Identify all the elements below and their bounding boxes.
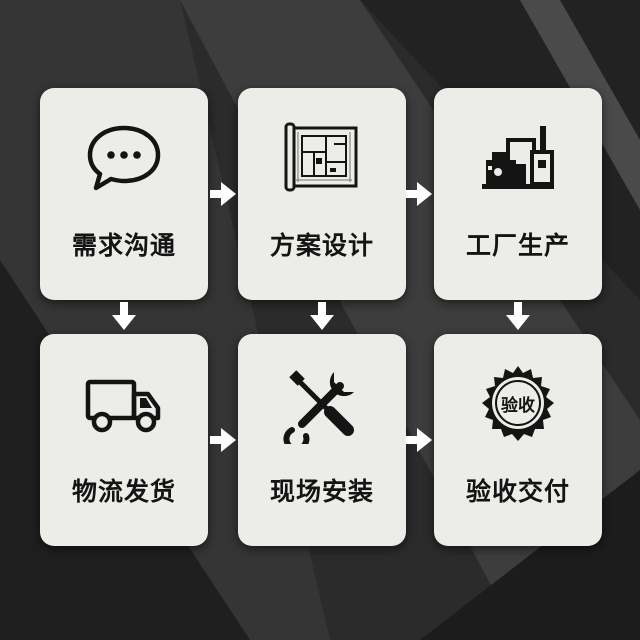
badge-shape [482, 366, 554, 441]
arrow-right-icon [406, 182, 432, 206]
arrow-down-icon [506, 302, 530, 330]
step-label: 需求沟通 [71, 231, 176, 260]
arrow-right-icon [210, 182, 236, 206]
chat-bubble-icon [87, 125, 161, 191]
step-label: 方案设计 [269, 231, 374, 260]
step-label: 物流发货 [71, 477, 176, 506]
blueprint-icon [284, 122, 358, 192]
step-card-1: 需求沟通 [40, 88, 208, 300]
arrow-down-icon [310, 302, 334, 330]
factory-icon [482, 126, 554, 189]
step-label: 工厂生产 [465, 231, 570, 260]
badge-text: 验收 [501, 396, 535, 416]
step-card-3: 工厂生产 [434, 88, 602, 300]
arrow-down-icon [112, 302, 136, 330]
truck-icon [85, 379, 161, 433]
step-card-4: 物流发货 [40, 334, 208, 546]
arrow-right-icon [406, 428, 432, 452]
step-card-5: 现场安装 [238, 334, 406, 546]
inspection-badge-icon: 验收 [478, 364, 558, 444]
arrow-right-icon [210, 428, 236, 452]
step-card-2: 方案设计 [238, 88, 406, 300]
wrench-screwdriver-icon [283, 370, 354, 444]
step-label: 验收交付 [465, 477, 570, 506]
step-card-6: 验收 验收交付 [434, 334, 602, 546]
step-label: 现场安装 [269, 477, 374, 506]
